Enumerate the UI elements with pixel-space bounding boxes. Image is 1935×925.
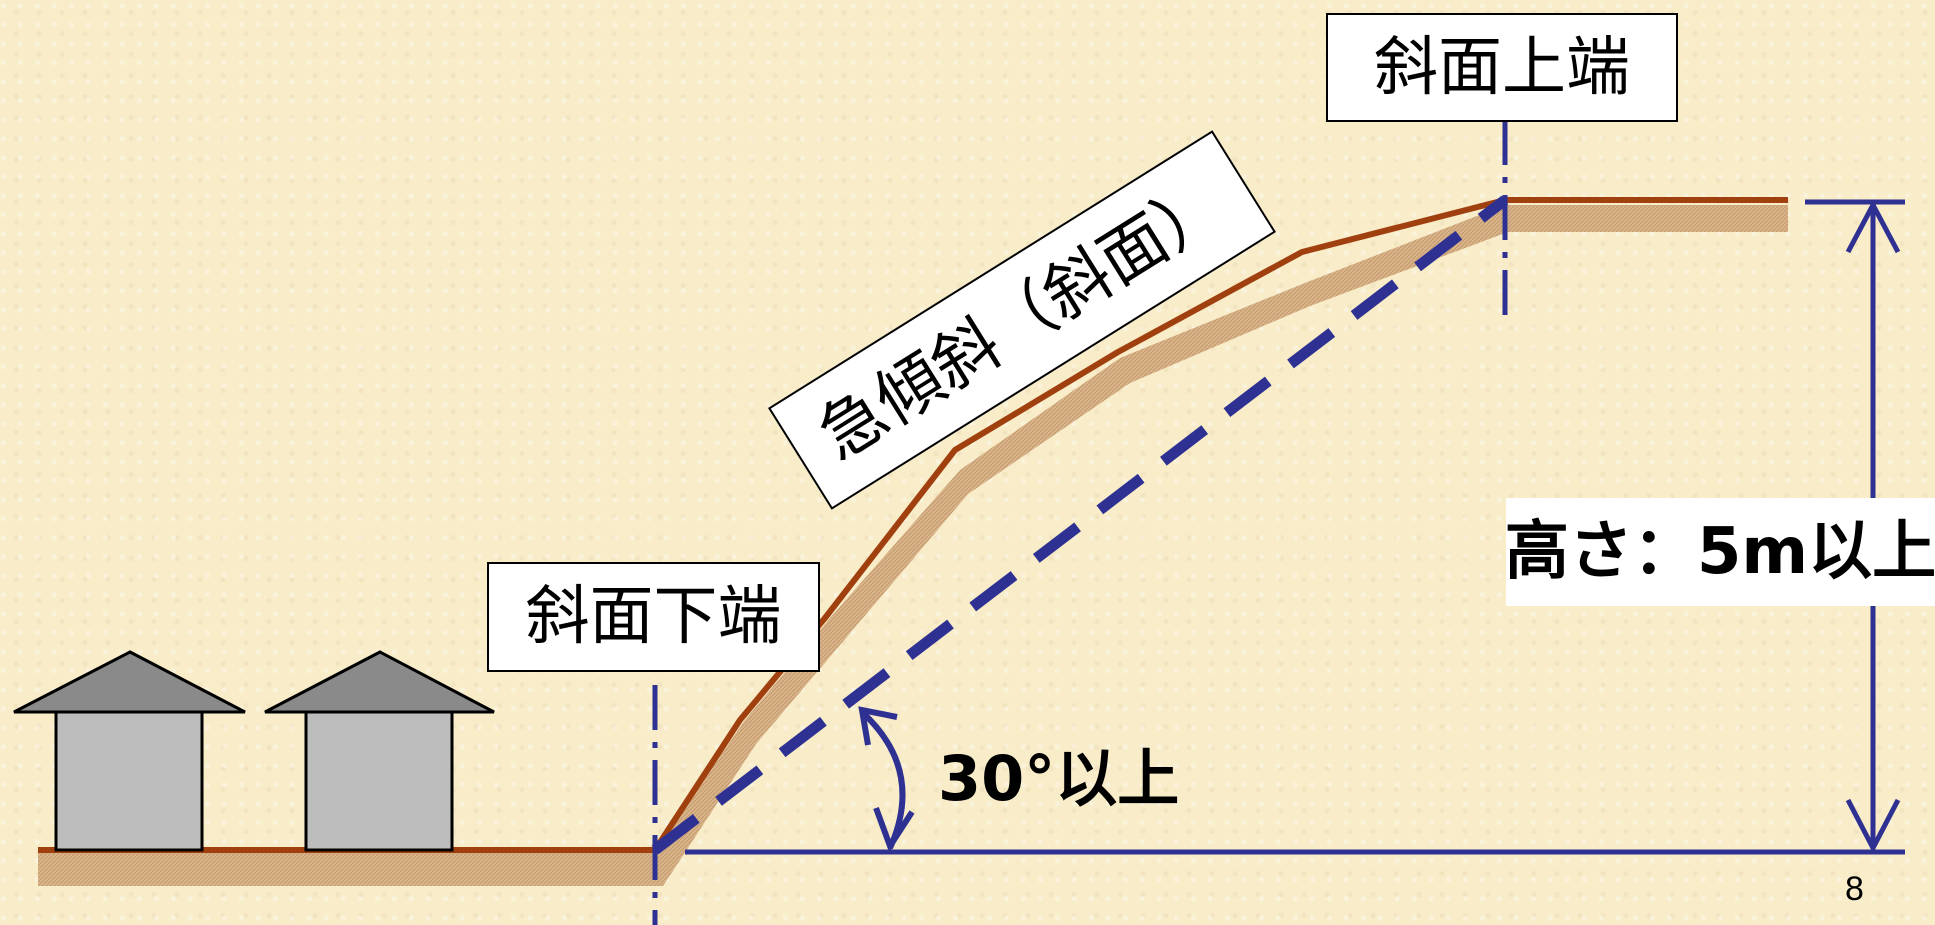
house-left-roof [13, 650, 246, 714]
slope-top-label: 斜面上端 [1326, 13, 1678, 122]
height-arrow-head-top [1845, 199, 1901, 254]
ground-line [38, 197, 1788, 853]
angle-label: 30°以上 [938, 742, 1180, 815]
house-right-roof [264, 650, 495, 714]
height-label: 高さ：5m以上 [1505, 498, 1935, 606]
ground-shadow [38, 205, 1788, 886]
angle-reference-line [651, 195, 1509, 855]
house-left [13, 650, 246, 852]
height-arrow-head-bottom [1845, 798, 1901, 854]
house-left-wall [54, 710, 204, 852]
house-right-wall [304, 710, 454, 852]
angle-arc-arrow-bottom [873, 806, 915, 853]
angle-arc-arrow-top [858, 706, 898, 746]
house-right [264, 650, 495, 852]
slope-bottom-label: 斜面下端 [487, 562, 820, 672]
page-number: 8 [1845, 870, 1864, 908]
